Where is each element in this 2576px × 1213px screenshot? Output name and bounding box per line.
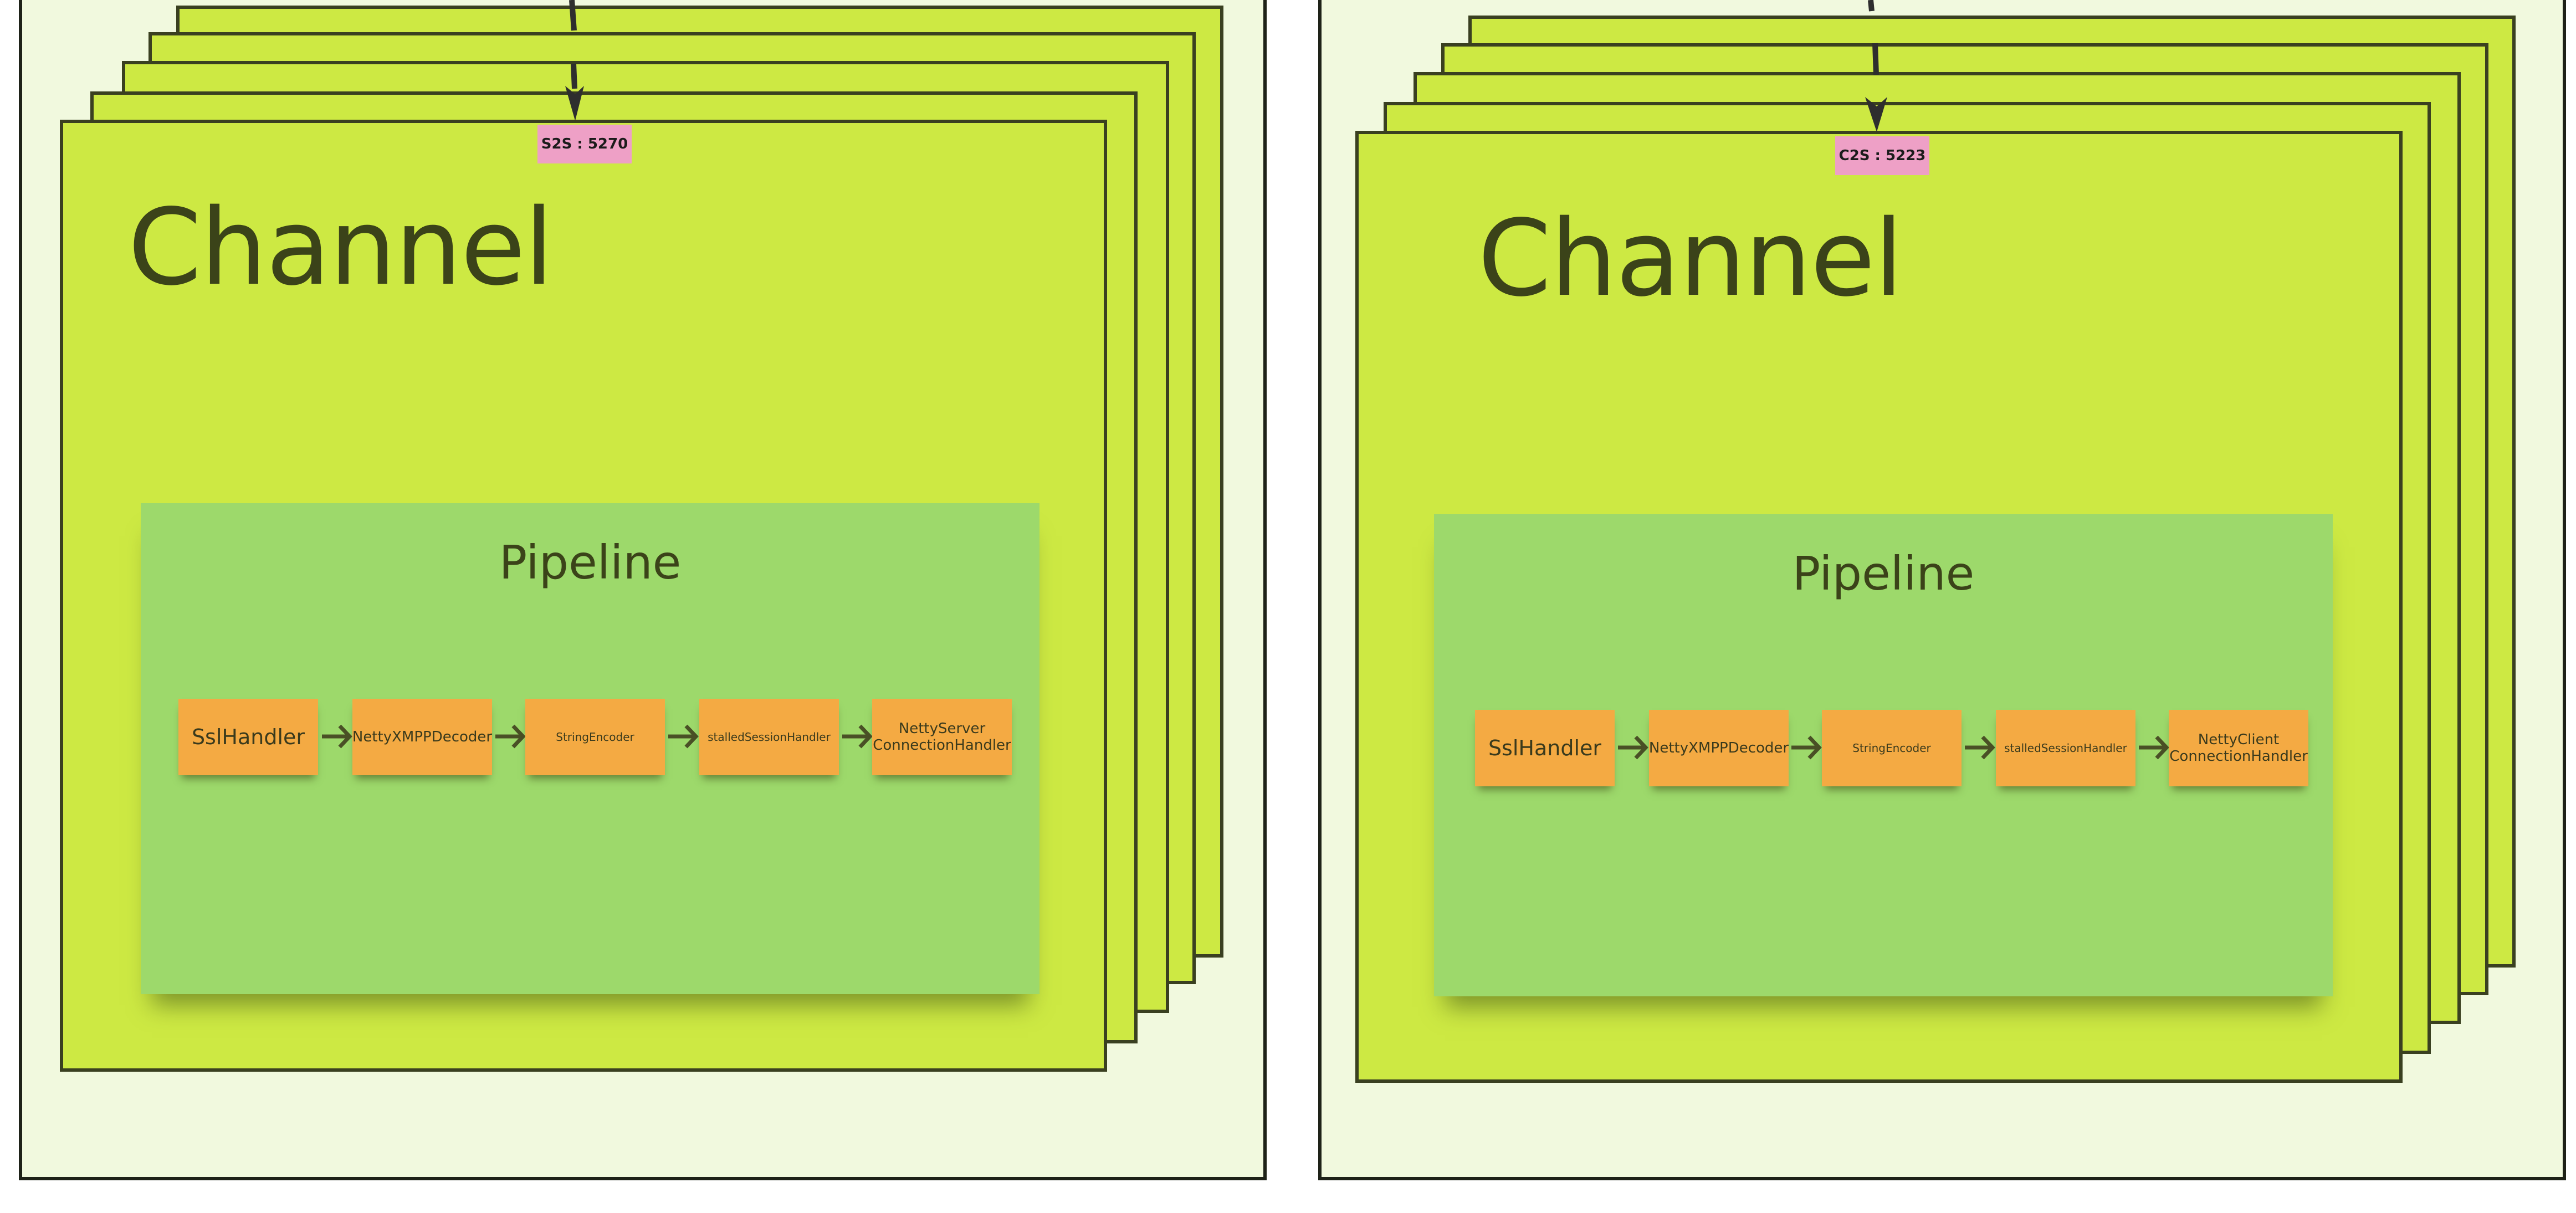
- arrow-right-icon: [842, 724, 873, 749]
- handler-label: StringEncoder: [556, 730, 634, 744]
- connection-arrow: [1865, 0, 1887, 132]
- handler-string-encoder[interactable]: StringEncoder: [1822, 710, 1962, 786]
- arrow-right-icon: [322, 724, 352, 749]
- arrow-right-icon: [668, 724, 699, 749]
- handler-label: NettyXMPPDecoder: [352, 729, 493, 745]
- arrow-right-icon: [2139, 735, 2169, 760]
- pipeline-title: Pipeline: [1792, 546, 1975, 601]
- channel-title: Channel: [128, 186, 554, 309]
- handler-xmpp-decoder[interactable]: NettyXMPPDecoder: [1649, 710, 1789, 786]
- handler-label: stalledSessionHandler: [708, 730, 831, 744]
- handler-label: NettyXMPPDecoder: [1648, 740, 1789, 756]
- handler-stalled-session[interactable]: stalledSessionHandler: [699, 699, 839, 775]
- arrow-right-icon: [495, 724, 526, 749]
- handler-label: NettyClient ConnectionHandler: [2169, 731, 2308, 765]
- connection-arrow: [565, 0, 584, 121]
- port-tag: C2S : 5223: [1835, 136, 1929, 175]
- handler-label: SslHandler: [191, 725, 305, 749]
- handler-ssl[interactable]: SslHandler: [1475, 710, 1615, 786]
- server-channel: Channel Pipeline SslHandler NettyXMPPDec…: [60, 120, 1107, 1072]
- handler-label: SslHandler: [1488, 736, 1602, 760]
- arrow-right-icon: [1791, 735, 1822, 760]
- handler-string-encoder[interactable]: StringEncoder: [525, 699, 665, 775]
- pipeline-title: Pipeline: [499, 535, 682, 590]
- arrow-right-icon: [1965, 735, 1995, 760]
- handler-connection[interactable]: NettyServer ConnectionHandler: [872, 699, 1012, 775]
- arrow-right-icon: [1618, 735, 1648, 760]
- handler-label: NettyServer ConnectionHandler: [873, 720, 1011, 754]
- handler-label: stalledSessionHandler: [2004, 741, 2127, 755]
- port-tag: S2S : 5270: [537, 125, 632, 163]
- handler-label: StringEncoder: [1852, 741, 1931, 755]
- pipeline: Pipeline SslHandler NettyXMPPDecoder Str…: [141, 503, 1039, 994]
- handler-ssl[interactable]: SslHandler: [178, 699, 318, 775]
- handler-stalled-session[interactable]: stalledSessionHandler: [1996, 710, 2135, 786]
- pipeline: Pipeline SslHandler NettyXMPPDecoder Str…: [1434, 514, 2333, 996]
- channel-title: Channel: [1478, 197, 1903, 320]
- handler-xmpp-decoder[interactable]: NettyXMPPDecoder: [352, 699, 492, 775]
- handler-connection[interactable]: NettyClient ConnectionHandler: [2169, 710, 2308, 786]
- client-channel: Channel Pipeline SslHandler NettyXMPPDec…: [1355, 131, 2403, 1083]
